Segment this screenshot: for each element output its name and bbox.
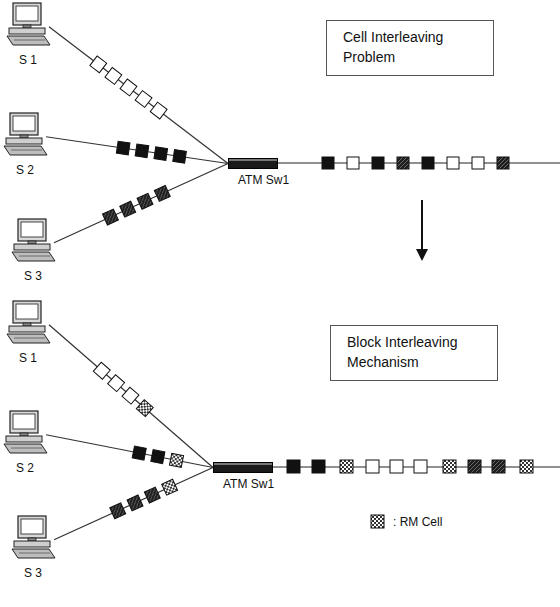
atm-cell bbox=[90, 56, 107, 73]
workstation: S 1 bbox=[3, 2, 53, 67]
computer-icon bbox=[1, 112, 49, 157]
node-label: S 1 bbox=[3, 351, 53, 365]
atm-cell bbox=[137, 193, 153, 209]
node-label: ATM Sw1 bbox=[228, 173, 278, 187]
workstation: S 2 bbox=[0, 410, 50, 475]
link-line bbox=[49, 27, 228, 164]
workstation: S 3 bbox=[8, 515, 58, 580]
computer-icon-holder bbox=[0, 410, 50, 455]
atm-cell bbox=[93, 362, 110, 379]
atm-cell bbox=[135, 144, 149, 158]
link-line bbox=[46, 435, 213, 468]
atm-switch: ATM Sw1 bbox=[228, 158, 278, 187]
rm-cell bbox=[162, 479, 178, 495]
atm-switch: ATM Sw1 bbox=[213, 462, 273, 491]
atm-cell bbox=[105, 68, 122, 85]
node-label: S 3 bbox=[8, 566, 58, 580]
node-label: S 1 bbox=[3, 53, 53, 67]
atm-cell bbox=[132, 446, 146, 460]
atm-cell bbox=[122, 387, 139, 404]
atm-cell bbox=[144, 487, 160, 503]
workstation: S 3 bbox=[8, 218, 58, 283]
link-line bbox=[46, 137, 228, 164]
atm-cell bbox=[127, 495, 143, 511]
access-link bbox=[46, 435, 213, 468]
atm-cell bbox=[151, 450, 165, 464]
transition-arrow bbox=[416, 200, 428, 261]
atm-cell bbox=[135, 91, 152, 108]
atm-cell bbox=[102, 209, 118, 225]
computer-icon-holder bbox=[0, 112, 50, 157]
title-box: Cell Interleaving Problem bbox=[326, 20, 494, 76]
atm-cell bbox=[154, 185, 170, 201]
legend-entry: : RM Cell bbox=[370, 514, 442, 529]
title-box: Block Interleaving Mechanism bbox=[330, 325, 498, 381]
node-label: ATM Sw1 bbox=[213, 477, 273, 491]
access-link bbox=[49, 27, 228, 164]
box-title: Cell Interleaving Problem bbox=[343, 27, 468, 67]
atm-cell bbox=[120, 79, 137, 96]
box-title: Block Interleaving Mechanism bbox=[347, 332, 472, 372]
rm-cell bbox=[136, 400, 153, 417]
output-cells bbox=[287, 460, 533, 473]
access-link bbox=[54, 164, 228, 243]
atm-cell bbox=[110, 503, 126, 519]
atm-cell bbox=[150, 102, 167, 119]
legend-swatch bbox=[370, 514, 385, 529]
atm-cell bbox=[154, 147, 168, 161]
computer-icon-holder bbox=[8, 515, 58, 560]
access-link bbox=[54, 468, 213, 540]
node-label: S 2 bbox=[0, 461, 50, 475]
node-label: S 2 bbox=[0, 163, 50, 177]
legend-text: : RM Cell bbox=[393, 515, 442, 529]
output-cells bbox=[322, 157, 509, 169]
computer-icon bbox=[4, 300, 52, 345]
access-link bbox=[46, 137, 228, 164]
node-label: S 3 bbox=[8, 269, 58, 283]
workstation: S 1 bbox=[3, 300, 53, 365]
atm-cell bbox=[120, 201, 136, 217]
rm-cell bbox=[169, 453, 183, 467]
computer-icon-holder bbox=[8, 218, 58, 263]
computer-icon bbox=[4, 2, 52, 47]
atm-cell bbox=[116, 141, 130, 155]
link-line bbox=[54, 468, 213, 540]
workstation: S 2 bbox=[0, 112, 50, 177]
computer-icon bbox=[1, 410, 49, 455]
computer-icon-holder bbox=[3, 2, 53, 47]
computer-icon bbox=[9, 515, 57, 560]
atm-cell bbox=[173, 150, 187, 164]
switch-symbol bbox=[213, 462, 273, 473]
computer-icon-holder bbox=[3, 300, 53, 345]
link-line bbox=[49, 325, 213, 468]
switch-symbol bbox=[228, 158, 278, 169]
access-link bbox=[49, 325, 213, 468]
link-line bbox=[54, 164, 228, 243]
output-link bbox=[270, 162, 560, 163]
atm-cell bbox=[108, 375, 125, 392]
computer-icon bbox=[9, 218, 57, 263]
